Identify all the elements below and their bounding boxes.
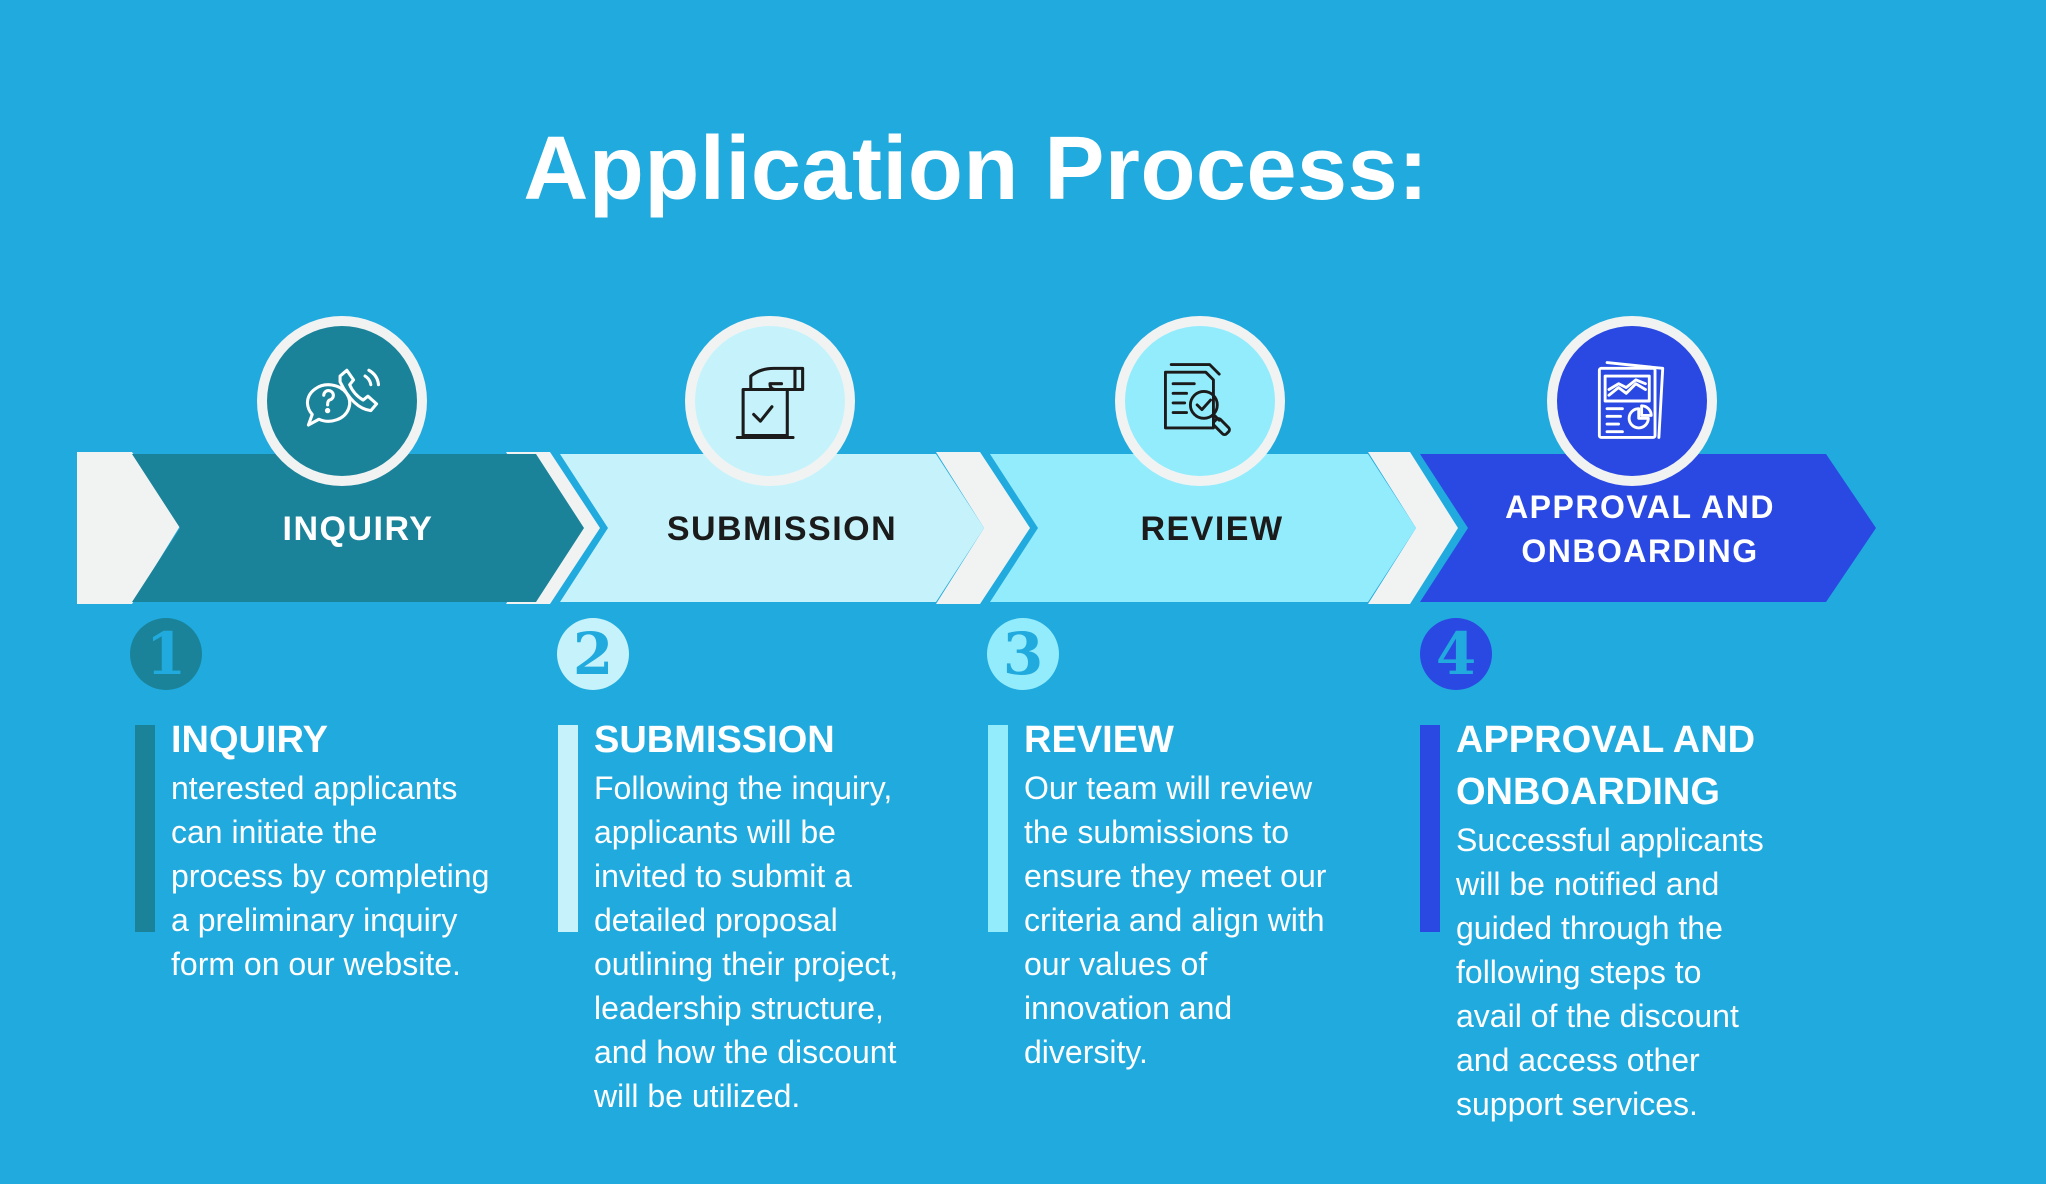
step-4-description: APPROVAL AND ONBOARDING Successful appli… [1456, 714, 1836, 1126]
arrow-segment-4 [1420, 454, 1876, 602]
banner-label-approval: APPROVAL AND ONBOARDING [1505, 489, 1775, 569]
banner-label-submission: SUBMISSION [666, 510, 898, 548]
step-3-description: REVIEW Our team will review the submissi… [1024, 714, 1404, 1074]
step-2-accent-bar [558, 725, 578, 932]
step-1-heading: INQUIRY [171, 719, 328, 761]
step-1-description: INQUIRY nterested applicants can initiat… [171, 714, 551, 986]
step-3-heading: REVIEW [1024, 719, 1174, 761]
step-1-accent-bar [135, 725, 155, 932]
step-2-body: Following the inquiry, applicants will b… [594, 770, 899, 1114]
banner-label-review: REVIEW [1140, 510, 1284, 548]
document-review-icon [1164, 363, 1231, 436]
arrow-segment-2 [560, 454, 984, 602]
report-chart-icon [1597, 361, 1665, 439]
arrow-segment-3 [990, 454, 1416, 602]
step-4-icon-circle [1547, 316, 1717, 486]
page-title: Application Process: [523, 119, 1429, 219]
step-4-accent-bar [1420, 725, 1440, 932]
step-number-2: 2 [557, 618, 629, 690]
step-number-3: 3 [987, 618, 1059, 690]
step-3-body: Our team will review the submissions to … [1024, 770, 1327, 1070]
arrow-segment-1 [132, 454, 584, 602]
step-1-icon-circle [257, 316, 427, 486]
step-3-icon-circle [1115, 316, 1285, 486]
step-1-body: nterested applicants can initiate the pr… [171, 770, 490, 982]
step-2-heading: SUBMISSION [594, 719, 835, 761]
phone-chat-icon [305, 368, 381, 427]
arrow-separator-2 [936, 452, 1030, 604]
banner-label-inquiry: INQUIRY [282, 510, 434, 548]
step-3-accent-bar [988, 725, 1008, 932]
step-4-heading: APPROVAL AND ONBOARDING [1456, 719, 1756, 813]
ballot-submission-icon [735, 366, 805, 440]
step-4-body: Successful applicants will be notified a… [1456, 822, 1764, 1122]
step-number-1: 1 [130, 618, 202, 690]
step-2-description: SUBMISSION Following the inquiry, applic… [594, 714, 974, 1118]
step-number-4: 4 [1420, 618, 1492, 690]
step-2-icon-circle [685, 316, 855, 486]
banner-start-block [77, 452, 180, 604]
arrow-separator-3 [1368, 452, 1458, 604]
